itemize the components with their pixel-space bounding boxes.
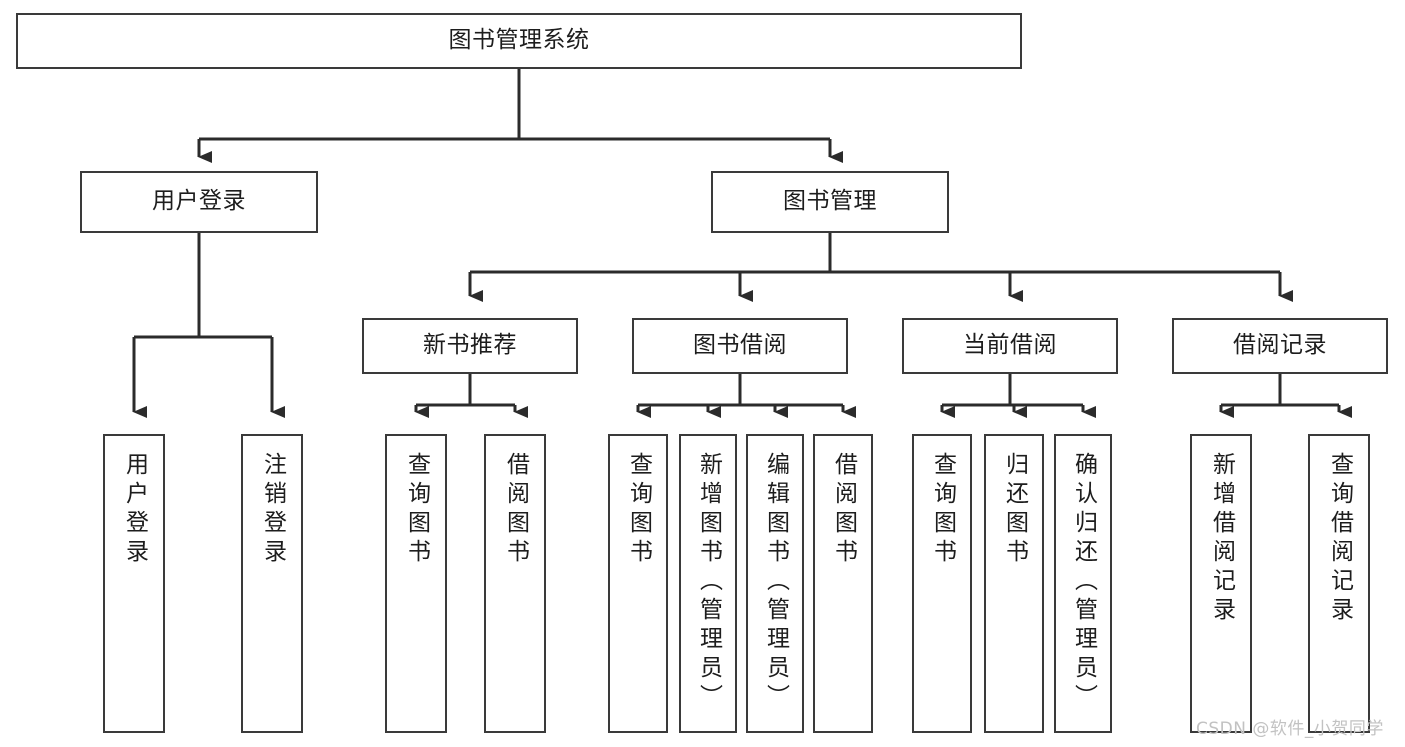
leaf-label: 新增图书（管理员） xyxy=(695,452,722,713)
leaf-query-borrow-record[interactable]: 查询借阅记录 xyxy=(1308,434,1370,733)
leaf-confirm-return-admin[interactable]: 确认归还（管理员） xyxy=(1054,434,1112,733)
leaf-label: 查询图书 xyxy=(625,452,652,568)
node-book-borrow[interactable]: 图书借阅 xyxy=(632,318,848,374)
node-current-borrow[interactable]: 当前借阅 xyxy=(902,318,1118,374)
node-book-borrow-label: 图书借阅 xyxy=(693,332,787,359)
leaf-query-book-current[interactable]: 查询图书 xyxy=(912,434,972,733)
leaf-label: 查询图书 xyxy=(403,452,430,568)
node-root-label: 图书管理系统 xyxy=(448,27,590,54)
leaf-label: 确认归还（管理员） xyxy=(1070,452,1097,713)
node-user-login[interactable]: 用户登录 xyxy=(80,171,318,233)
leaf-label: 归还图书 xyxy=(1001,452,1028,568)
node-borrow-record[interactable]: 借阅记录 xyxy=(1172,318,1388,374)
leaf-edit-book-admin[interactable]: 编辑图书（管理员） xyxy=(746,434,804,733)
node-book-management-label: 图书管理 xyxy=(783,188,877,215)
node-new-book-recommend[interactable]: 新书推荐 xyxy=(362,318,578,374)
node-new-book-recommend-label: 新书推荐 xyxy=(423,332,517,359)
leaf-borrow-book[interactable]: 借阅图书 xyxy=(813,434,873,733)
leaf-label: 编辑图书（管理员） xyxy=(762,452,789,713)
leaf-label: 新增借阅记录 xyxy=(1208,452,1235,626)
leaf-label: 借阅图书 xyxy=(830,452,857,568)
leaf-label: 借阅图书 xyxy=(502,452,529,568)
leaf-query-book-borrow[interactable]: 查询图书 xyxy=(608,434,668,733)
node-root[interactable]: 图书管理系统 xyxy=(16,13,1022,69)
leaf-label: 查询图书 xyxy=(929,452,956,568)
node-current-borrow-label: 当前借阅 xyxy=(963,332,1057,359)
leaf-return-book[interactable]: 归还图书 xyxy=(984,434,1044,733)
watermark: CSDN @软件_小贺同学 xyxy=(1196,719,1384,739)
node-user-login-label: 用户登录 xyxy=(152,188,246,215)
leaf-label: 注销登录 xyxy=(259,452,286,568)
leaf-label: 用户登录 xyxy=(121,452,148,568)
leaf-user-login[interactable]: 用户登录 xyxy=(103,434,165,733)
leaf-add-book-admin[interactable]: 新增图书（管理员） xyxy=(679,434,737,733)
leaf-add-borrow-record[interactable]: 新增借阅记录 xyxy=(1190,434,1252,733)
leaf-label: 查询借阅记录 xyxy=(1326,452,1353,626)
leaf-query-book-newrec[interactable]: 查询图书 xyxy=(385,434,447,733)
node-borrow-record-label: 借阅记录 xyxy=(1233,332,1327,359)
leaf-borrow-book-newrec[interactable]: 借阅图书 xyxy=(484,434,546,733)
leaf-logout-login[interactable]: 注销登录 xyxy=(241,434,303,733)
node-book-management[interactable]: 图书管理 xyxy=(711,171,949,233)
